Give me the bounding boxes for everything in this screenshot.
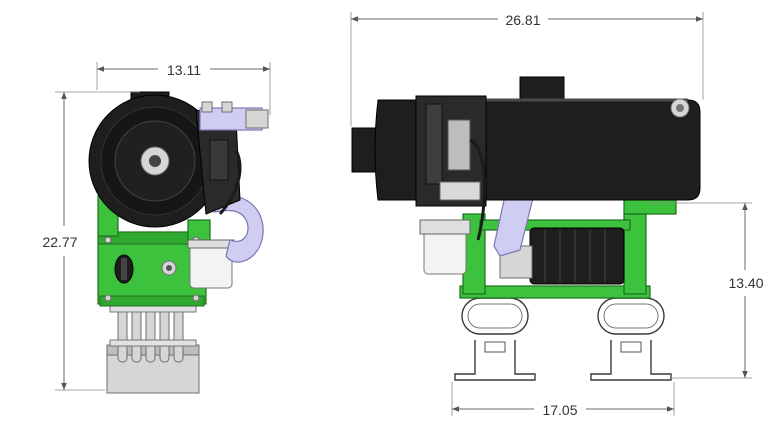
front-width-label: 13.11	[167, 62, 201, 78]
side-length-label: 26.81	[505, 12, 540, 28]
front-isolator-springs	[109, 299, 197, 363]
front-exhaust-elbow	[213, 194, 264, 263]
side-motor	[499, 227, 625, 285]
front-view	[88, 91, 269, 394]
base-span-dimension: 17.05	[451, 382, 675, 418]
side-left-stand	[454, 297, 536, 381]
front-height-dimension: 22.77	[42, 91, 140, 391]
side-fuel-filter	[423, 229, 467, 275]
side-view	[351, 76, 701, 381]
front-height-label: 22.77	[42, 234, 77, 250]
side-height-dimension: 13.40	[646, 202, 764, 379]
front-fuel-filter	[189, 243, 233, 289]
front-width-dimension: 13.11	[96, 62, 271, 115]
side-length-dimension: 26.81	[350, 12, 704, 126]
side-height-label: 13.40	[728, 275, 763, 291]
side-main-cylinder	[469, 76, 701, 201]
base-span-label: 17.05	[542, 402, 577, 418]
side-burner-head	[351, 95, 487, 241]
side-right-stand	[590, 297, 672, 381]
